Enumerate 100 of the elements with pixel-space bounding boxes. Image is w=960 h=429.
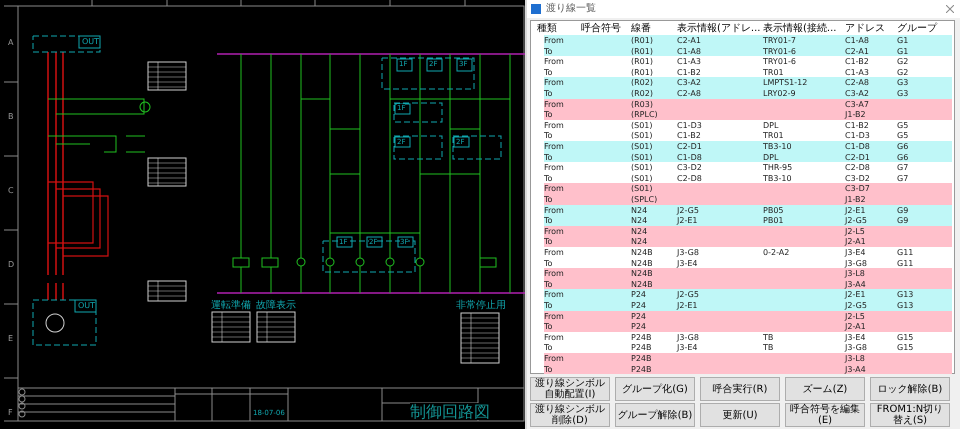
action-button: ズーム(Z) — [785, 377, 865, 401]
connection-info: TB — [763, 332, 774, 342]
wire-number: N24B — [631, 248, 653, 257]
address-info: C1-A3 — [677, 57, 701, 66]
connection-info: DPL — [763, 152, 778, 162]
row-type: To — [544, 364, 552, 374]
zone-letter: E — [8, 334, 14, 343]
zone-letter: F — [8, 408, 13, 417]
address-info: C1-B2 — [677, 68, 701, 77]
address-info: J3-E4 — [677, 343, 698, 352]
group-id: G9 — [897, 206, 908, 215]
address-info: C1-D8 — [677, 152, 702, 162]
address: C2-D1 — [845, 152, 870, 162]
address-info: C2-A8 — [677, 89, 701, 98]
address: J2-L5 — [845, 226, 865, 236]
column-header: 種類 — [537, 23, 557, 34]
address: J3-E4 — [845, 248, 866, 257]
address-info: C3-D2 — [677, 163, 702, 172]
table-title: 運転準備 — [211, 300, 251, 311]
wire-number: P24 — [631, 290, 646, 300]
row-type: From — [544, 57, 564, 66]
wire-number: (S01) — [631, 142, 652, 151]
row-type: From — [544, 332, 564, 342]
wire-number: N24B — [631, 269, 653, 278]
group-id: G2 — [897, 68, 908, 77]
address-info: C1-B2 — [677, 131, 701, 140]
row-type: To — [544, 343, 552, 352]
row-type: From — [544, 312, 564, 321]
address: J2-E1 — [845, 290, 866, 300]
wire-number: (R01) — [631, 36, 653, 45]
address-info: J2-G5 — [677, 206, 699, 215]
row-type: From — [544, 120, 564, 130]
wire-number: (S01) — [631, 152, 652, 162]
wire-number: N24B — [631, 258, 653, 268]
wire-number: (R01) — [631, 46, 653, 56]
wire-number: (S01) — [631, 120, 652, 130]
row-type: To — [544, 110, 552, 120]
wire-number: N24 — [631, 206, 648, 215]
address-info: C2-D8 — [677, 174, 702, 183]
connection-info: 0-2-A2 — [763, 248, 790, 257]
wire-number: (SPLC) — [631, 195, 658, 204]
wire-number: (R02) — [631, 78, 653, 88]
group-id: G5 — [897, 120, 908, 130]
address: J2-A1 — [845, 322, 866, 332]
group-id: G11 — [897, 258, 914, 268]
wire-number: P24 — [631, 301, 646, 310]
address: C3-A2 — [845, 89, 869, 98]
row-type: To — [544, 131, 552, 140]
address: J2-G5 — [845, 216, 867, 226]
row-type: From — [544, 184, 564, 194]
wire-number: (R03) — [631, 100, 653, 109]
row-type: To — [544, 46, 552, 56]
address: C3-D2 — [845, 174, 870, 183]
group-id: G13 — [897, 290, 914, 300]
action-button: ロック解除(B) — [870, 377, 950, 401]
panel-label: OUT — [78, 301, 96, 310]
address: C1-D3 — [845, 131, 870, 140]
wire-number: (R01) — [631, 57, 653, 66]
address: J3-L8 — [845, 354, 865, 363]
zone-letter: A — [8, 38, 14, 47]
address-info: J2-G5 — [677, 290, 699, 300]
connection-info: TB — [763, 343, 774, 352]
row-type: To — [544, 89, 552, 98]
column-header: 呼合符号 — [581, 23, 621, 34]
address-info: C1-A8 — [677, 46, 701, 56]
wire-number: N24 — [631, 237, 648, 246]
group-id: G1 — [897, 46, 908, 56]
connection-info: TRY01-6 — [763, 57, 796, 66]
wire-number: P24 — [631, 322, 646, 332]
wire-number: (RPLC) — [631, 110, 658, 120]
address-info: C2-A1 — [677, 36, 701, 45]
table-title: 非常停止用 — [456, 300, 506, 311]
wire-number: P24B — [631, 364, 652, 374]
address: C1-D8 — [845, 142, 870, 151]
wire-number: N24B — [631, 280, 653, 289]
connection-info: TRY01-7 — [763, 36, 796, 45]
address-info: C1-D3 — [677, 120, 702, 130]
drawing-title: 制御回路図 — [410, 403, 490, 420]
wire-number: (S01) — [631, 184, 652, 194]
column-header: アドレス — [845, 23, 885, 34]
action-button: グループ化(G) — [615, 377, 695, 401]
column-header: グループ — [897, 23, 937, 34]
connection-info: TB3-10 — [763, 142, 792, 151]
address: C2-A8 — [845, 78, 869, 88]
address: J1-B2 — [845, 195, 866, 204]
address: C1-A8 — [845, 36, 869, 45]
row-type: From — [544, 100, 564, 109]
group-id: G13 — [897, 301, 914, 310]
row-type: To — [544, 280, 552, 289]
address: C2-A1 — [845, 46, 869, 56]
group-id: G11 — [897, 248, 914, 257]
connection-info: LRY02-9 — [763, 89, 796, 98]
column-header: 表示情報(アドレ... — [677, 23, 760, 34]
action-button: FROM1:N切り替え(S) — [870, 403, 950, 427]
wire-number: (S01) — [631, 131, 652, 140]
address: J3-A4 — [845, 280, 866, 289]
address-info: J3-E4 — [677, 258, 698, 268]
row-type: From — [544, 142, 564, 151]
address: J2-A1 — [845, 237, 866, 246]
group-id: G3 — [897, 89, 908, 98]
